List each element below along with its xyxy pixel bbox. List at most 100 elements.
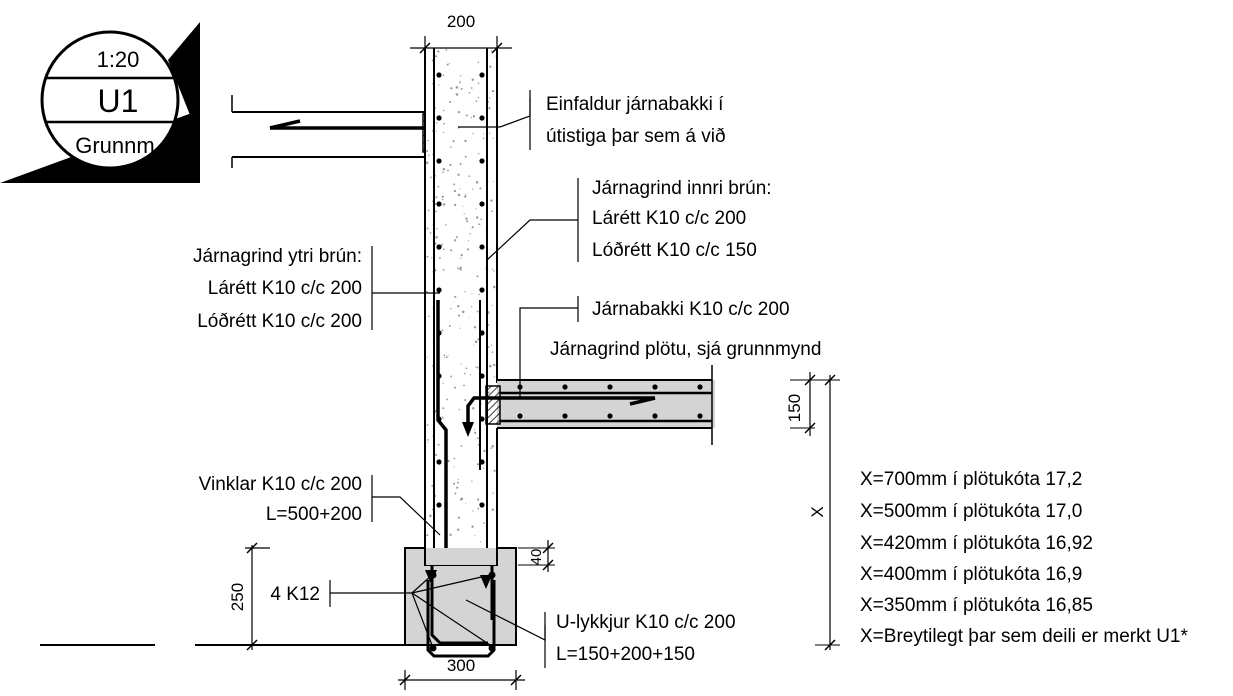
u-bars-line1: U-lykkjur K10 c/c 200: [556, 612, 736, 633]
concrete-speck: [441, 195, 444, 198]
wall-rebar-dot: [436, 287, 442, 293]
concrete-speck: [460, 445, 463, 447]
stirrups-line2: L=500+200: [266, 504, 362, 525]
stair-anchor-line2: útistiga þar sem á við: [546, 126, 726, 147]
concrete-speck: [459, 75, 462, 77]
slab-rebar-dot: [607, 384, 613, 390]
concrete-speck: [483, 449, 486, 453]
concrete-speck: [445, 49, 448, 51]
wall-rebar-dot: [479, 72, 485, 78]
wall: [424, 48, 498, 565]
outer-mesh-line3: Lóðrétt K10 c/c 200: [197, 311, 362, 332]
footing: [404, 547, 517, 658]
concrete-speck: [493, 180, 495, 182]
concrete-speck: [471, 480, 473, 482]
concrete-speck: [468, 175, 471, 178]
slab-rebar-dot: [562, 413, 568, 419]
concrete-speck: [469, 233, 471, 235]
wall-rebar-dot: [479, 115, 485, 121]
slab-rebar-dot: [697, 384, 703, 390]
concrete-speck: [442, 131, 445, 134]
concrete-speck: [442, 416, 444, 418]
concrete-speck: [476, 275, 479, 278]
concrete-speck: [428, 315, 430, 318]
concrete-speck: [476, 463, 480, 466]
inner-mesh-line3: Lóðrétt K10 c/c 150: [592, 240, 757, 261]
concrete-speck: [473, 326, 477, 329]
dim-footing-width-label: 300: [447, 656, 475, 675]
concrete-speck: [479, 541, 482, 543]
concrete-speck: [429, 232, 432, 234]
annotation-stair-anchor: Einfaldur járnabakki í útistiga þar sem …: [458, 90, 726, 150]
stirrups-line1: Vinklar K10 c/c 200: [199, 474, 362, 495]
concrete-speck: [487, 311, 490, 313]
concrete-speck: [491, 508, 494, 511]
concrete-speck: [426, 290, 428, 293]
concrete-speck: [475, 181, 479, 184]
concrete-speck: [472, 188, 474, 190]
concrete-speck: [436, 122, 438, 124]
concrete-speck: [488, 97, 491, 99]
dim-slab-thickness-label: 150: [785, 394, 804, 422]
concrete-speck: [427, 139, 429, 142]
concrete-speck: [460, 87, 463, 90]
outer-mesh-line2: Lárétt K10 c/c 200: [208, 278, 362, 299]
x-value-4: X=400mm í plötukóta 16,9: [860, 564, 1082, 585]
concrete-speck: [450, 146, 452, 148]
concrete-speck: [478, 293, 480, 296]
concrete-speck: [453, 183, 456, 186]
concrete-speck: [427, 439, 429, 441]
concrete-speck: [426, 534, 429, 537]
concrete-speck: [459, 81, 461, 83]
concrete-speck: [445, 398, 448, 401]
title-block-circle: [40, 30, 180, 170]
concrete-speck: [457, 516, 460, 519]
concrete-speck: [442, 74, 445, 77]
concrete-speck: [443, 122, 445, 125]
concrete-speck: [458, 314, 461, 317]
concrete-speck: [470, 305, 473, 308]
concrete-speck: [475, 208, 477, 210]
scale-label: 1:20: [97, 47, 140, 72]
concrete-speck: [478, 223, 480, 225]
concrete-speck: [464, 139, 467, 143]
wall-rebar-dot: [479, 502, 485, 508]
concrete-speck: [462, 205, 464, 207]
concrete-speck: [442, 168, 446, 171]
concrete-speck: [449, 163, 452, 166]
concrete-speck: [474, 535, 476, 537]
concrete-speck: [431, 484, 434, 487]
floor-slab: [462, 365, 715, 445]
concrete-speck: [435, 196, 438, 199]
concrete-speck: [426, 227, 429, 230]
concrete-speck: [466, 220, 469, 223]
concrete-speck: [461, 310, 465, 314]
concrete-speck: [442, 171, 444, 173]
concrete-speck: [464, 155, 467, 158]
footing-bar-3: [429, 644, 437, 652]
dim-x: X: [808, 374, 840, 651]
x-value-2: X=500mm í plötukóta 17,0: [860, 501, 1082, 522]
annotation-slab-anchor: Járnabakki K10 c/c 200: [519, 296, 790, 398]
concrete-speck: [493, 469, 496, 472]
concrete-speck: [471, 226, 474, 229]
annotation-footing-bars: 4 K12: [270, 574, 491, 646]
concrete-speck: [464, 291, 466, 293]
concrete-speck: [442, 382, 444, 384]
concrete-speck: [453, 203, 457, 207]
concrete-speck: [426, 255, 429, 258]
concrete-speck: [438, 84, 440, 86]
concrete-speck: [460, 253, 463, 257]
concrete-speck: [447, 169, 449, 172]
concrete-speck: [490, 344, 493, 347]
concrete-speck: [452, 140, 455, 143]
concrete-speck: [447, 459, 450, 463]
slab-rebar-dot: [697, 413, 703, 419]
concrete-speck: [477, 437, 479, 439]
concrete-speck: [494, 56, 496, 58]
title-block: 1:20 U1 Grunnm.: [0, 20, 200, 183]
concrete-speck: [465, 367, 468, 370]
concrete-speck: [473, 344, 475, 346]
concrete-speck: [483, 522, 485, 524]
concrete-speck: [437, 443, 440, 446]
